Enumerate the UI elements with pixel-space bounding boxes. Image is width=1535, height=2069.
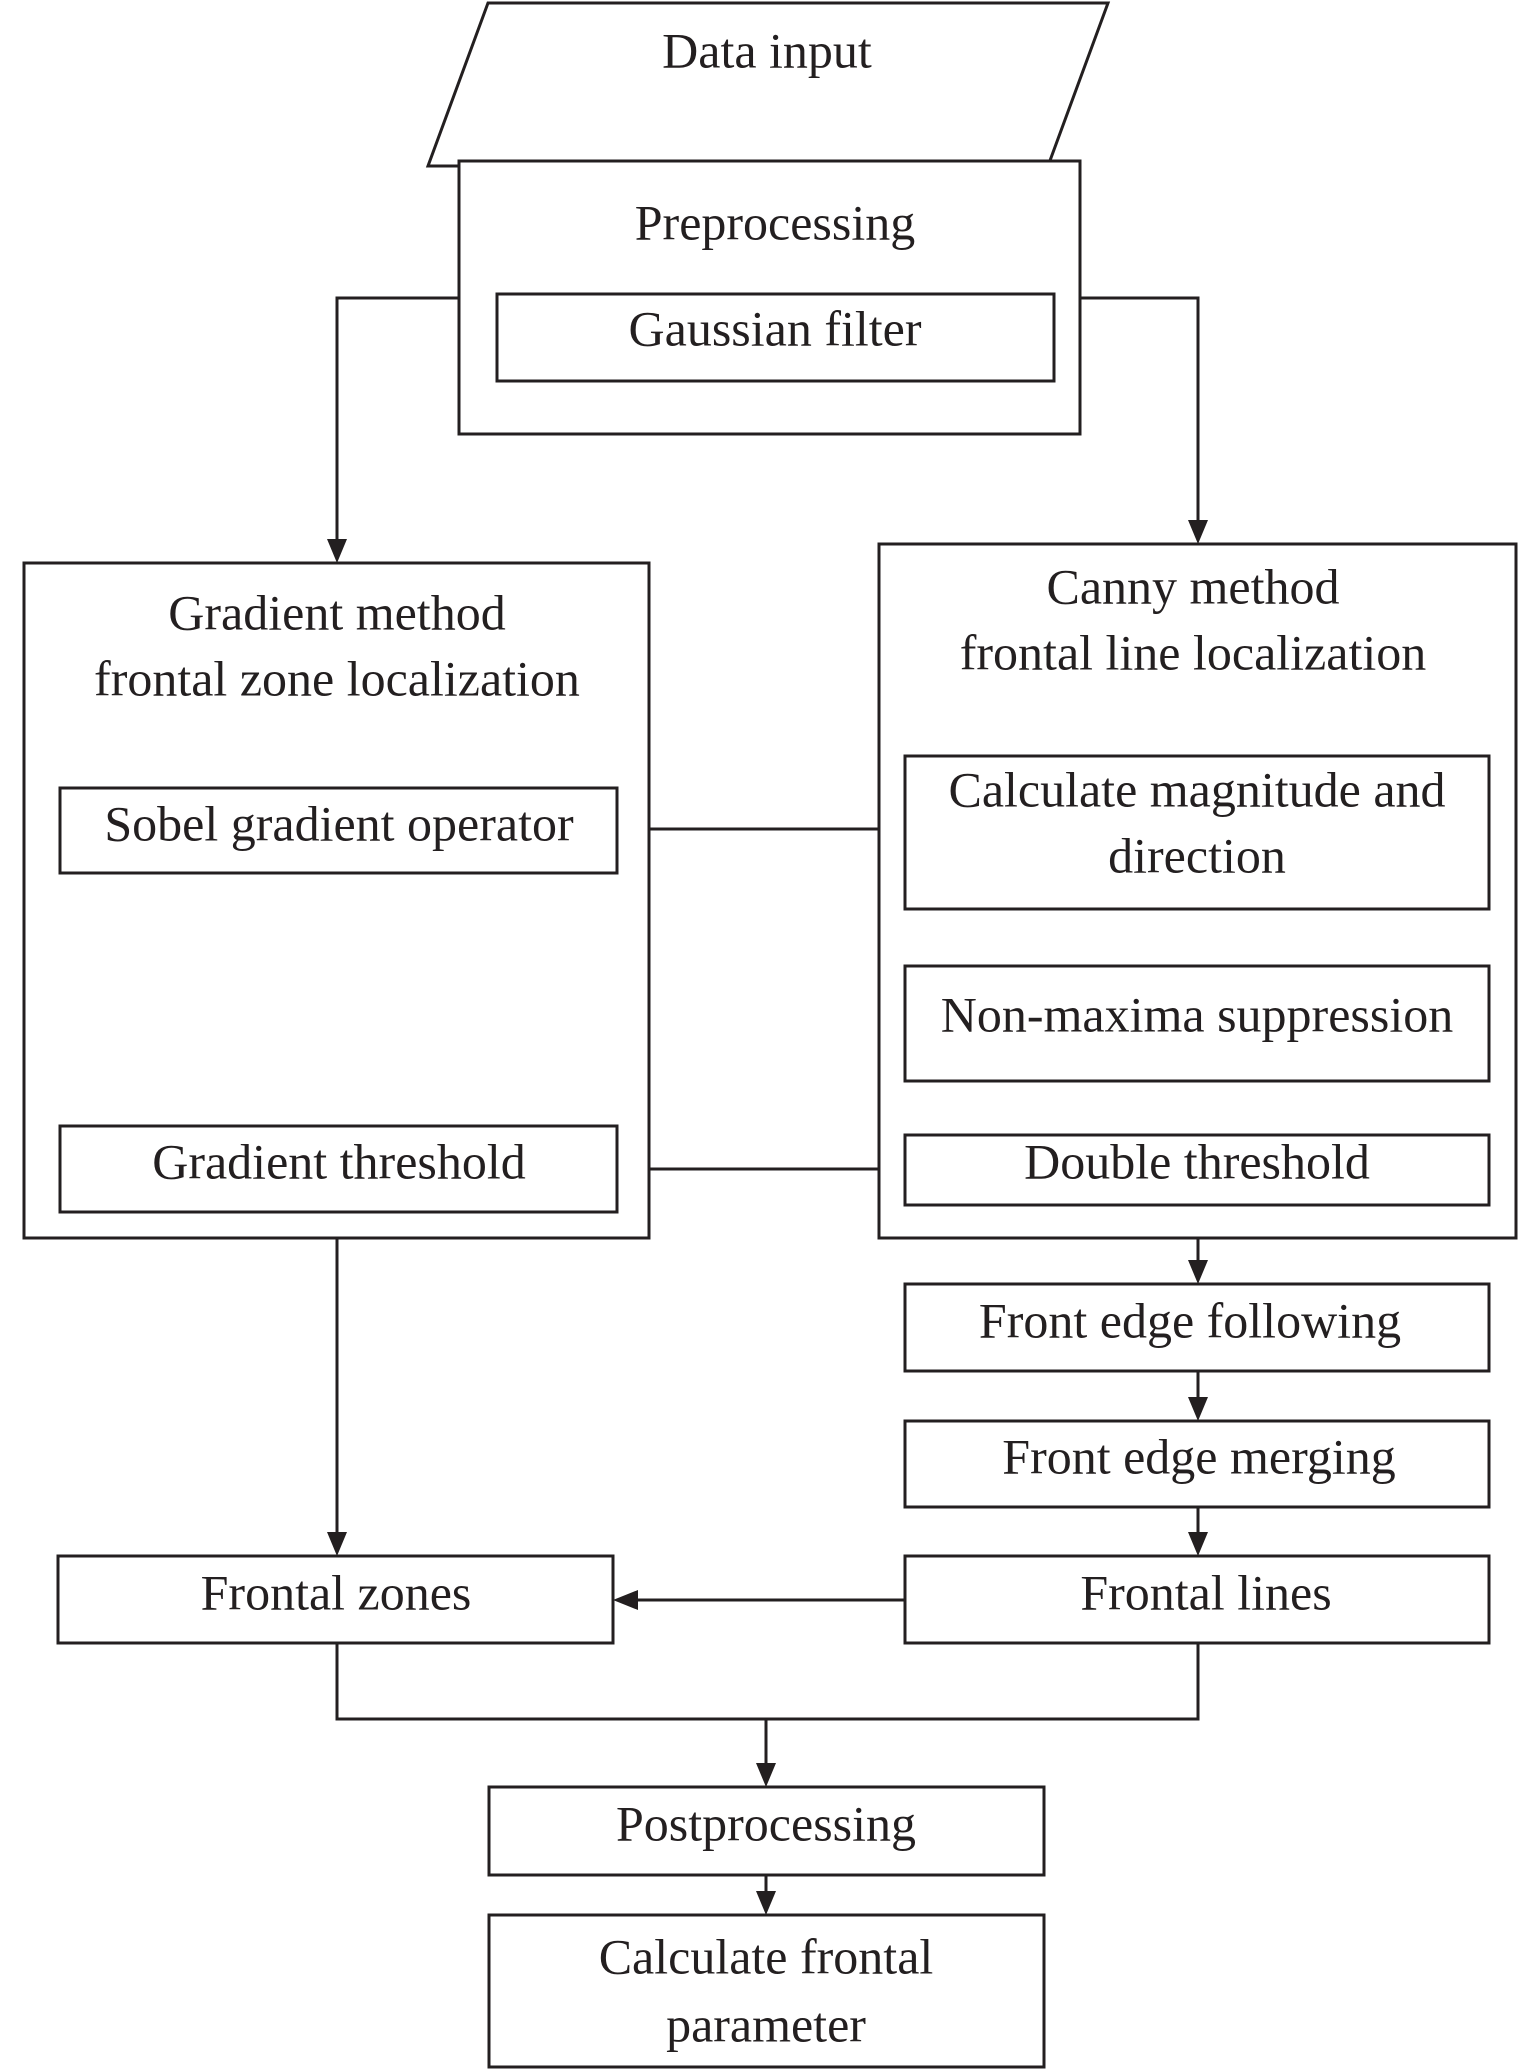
node-front-edge-merging: Front edge merging (903, 1419, 1491, 1509)
node-data-input: Data input (425, 1, 1111, 168)
node-label: parameter (666, 1996, 866, 2052)
arrowhead-icon (613, 1590, 638, 1610)
node-non-maxima-suppression: Non-maxima suppression (903, 964, 1491, 1083)
node-label: Calculate magnitude and (948, 761, 1445, 817)
node-label: Frontal zones (201, 1564, 472, 1620)
node-calc-magnitude-direction: Calculate magnitude and direction (903, 754, 1491, 911)
edge-preprocessing-to-gradient (335, 296, 459, 545)
node-label: Sobel gradient operator (104, 795, 574, 851)
arrowhead-icon (756, 1763, 776, 1787)
node-gaussian-filter: Gaussian filter (495, 292, 1056, 383)
node-label: frontal line localization (960, 624, 1426, 680)
arrowhead-icon (1188, 1397, 1208, 1421)
node-label: Non-maxima suppression (941, 986, 1453, 1042)
node-label: Gradient threshold (152, 1133, 526, 1189)
node-label: Front edge merging (1002, 1428, 1395, 1484)
node-frontal-zones: Frontal zones (56, 1554, 615, 1645)
node-double-threshold: Double threshold (903, 1133, 1491, 1207)
edge-preprocessing-to-canny (1080, 296, 1200, 526)
node-postprocessing: Postprocessing (487, 1785, 1046, 1877)
node-label: Data input (662, 22, 872, 78)
node-label: frontal zone localization (94, 650, 580, 706)
node-calc-frontal-parameter: Calculate frontal parameter (487, 1913, 1046, 2069)
arrowhead-icon (327, 539, 347, 563)
arrowhead-icon (1188, 1260, 1208, 1284)
node-label: Gradient method (168, 584, 505, 640)
node-label: direction (1108, 827, 1286, 883)
node-label: Canny method (1046, 558, 1339, 614)
node-label: Calculate frontal (599, 1928, 934, 1984)
node-label: Postprocessing (616, 1795, 916, 1851)
arrowhead-icon (756, 1891, 776, 1915)
arrowhead-icon (327, 1532, 347, 1556)
node-sobel-gradient-operator: Sobel gradient operator (58, 786, 619, 875)
arrowhead-icon (1188, 520, 1208, 544)
node-label: Preprocessing (635, 194, 916, 250)
node-frontal-lines: Frontal lines (903, 1554, 1491, 1645)
node-label: Gaussian filter (629, 300, 922, 356)
node-label: Frontal lines (1080, 1564, 1331, 1620)
node-gradient-threshold: Gradient threshold (58, 1124, 619, 1214)
arrowhead-icon (1188, 1532, 1208, 1556)
node-label: Double threshold (1024, 1133, 1370, 1189)
node-label: Front edge following (979, 1292, 1401, 1348)
edge-merge-to-postprocessing (335, 1643, 1200, 1721)
node-front-edge-following: Front edge following (903, 1282, 1491, 1373)
